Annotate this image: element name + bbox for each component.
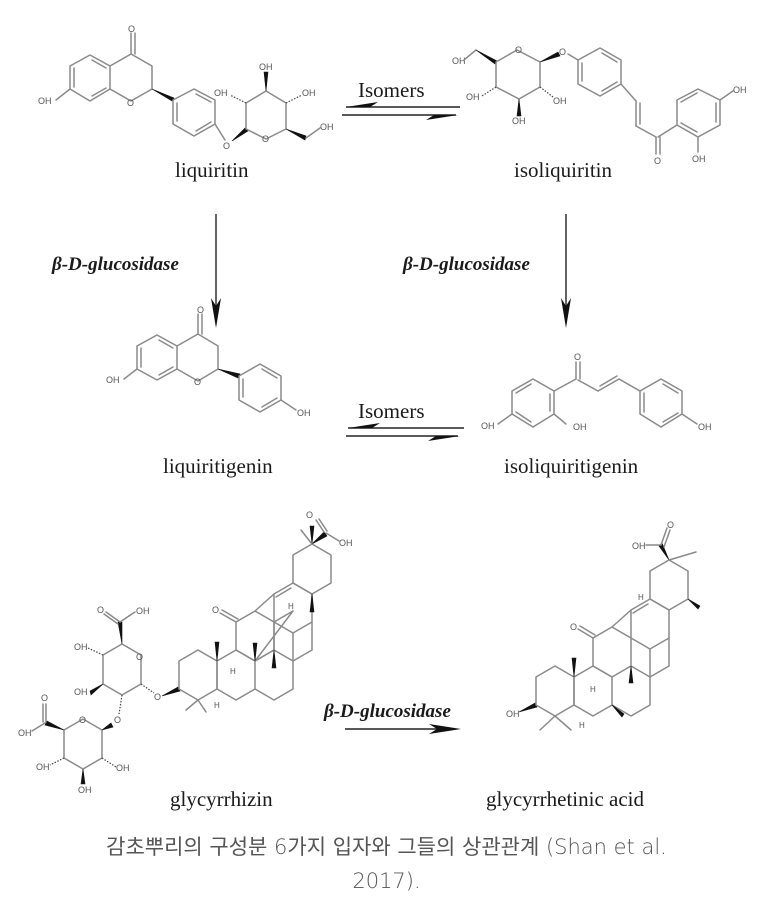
atom-label: O	[654, 156, 661, 166]
atom-label: OH	[632, 541, 646, 551]
atom-label: O	[194, 377, 201, 387]
enzyme-label-bottom: β-D-glucosidase	[323, 701, 451, 722]
reaction-arrow-left	[211, 214, 221, 328]
isoliquiritin-structure: OH O O OH OH OH O OH OH	[452, 45, 747, 166]
atom-label: O	[570, 622, 577, 632]
atom-label: OH	[136, 606, 150, 616]
atom-label: O	[79, 715, 86, 725]
atom-label: O	[127, 98, 134, 108]
atom-label: OH	[74, 687, 88, 697]
equilibrium-arrow-middle	[346, 423, 464, 441]
liquiritigenin-structure: O O OH OH	[106, 305, 311, 418]
compound-name-liquiritin: liquiritin	[175, 158, 249, 182]
atom-label: OH	[38, 96, 52, 106]
atom-label: O	[515, 45, 522, 55]
atom-label: O	[154, 692, 161, 702]
reaction-arrow-right	[561, 214, 571, 328]
atom-label: OH	[36, 762, 50, 772]
atom-label: OH	[512, 116, 526, 126]
atom-label: OH	[466, 92, 480, 102]
atom-label: O	[136, 652, 143, 662]
atom-label: OH	[259, 62, 273, 72]
liquiritin-structure: O O OH O O OH OH OH OH	[38, 24, 334, 151]
atom-label: H	[288, 602, 294, 611]
atom-label: OH	[553, 96, 567, 106]
atom-label: H	[230, 667, 236, 676]
atom-label: OH	[339, 538, 353, 548]
atom-label: O	[559, 47, 566, 57]
glycyrrhetinic-acid-structure: OH O H H H O OH	[506, 520, 701, 731]
atom-label: H	[638, 593, 644, 602]
atom-label: OH	[18, 728, 32, 738]
caption-line-1: 감초뿌리의 구성분 6가지 입자와 그들의 상관관계 (Shan et al.	[106, 835, 667, 859]
compound-name-liquiritigenin: liquiritigenin	[163, 454, 273, 478]
atom-label: O	[128, 24, 135, 34]
compound-name-isoliquiritigenin: isoliquiritigenin	[504, 454, 639, 478]
figure-caption: 감초뿌리의 구성분 6가지 입자와 그들의 상관관계 (Shan et al. …	[30, 830, 743, 898]
atom-label: O	[574, 352, 581, 362]
compound-name-glycyrrhizin: glycyrrhizin	[170, 787, 273, 811]
atom-label: O	[97, 605, 104, 615]
atom-label: OH	[302, 88, 316, 98]
atom-label: O	[223, 141, 230, 151]
atom-label: OH	[481, 421, 495, 431]
atom-label: O	[41, 693, 48, 703]
atom-label: O	[306, 510, 313, 520]
isomers-label-top: Isomers	[358, 78, 425, 102]
isoliquiritigenin-structure: OH OH O OH	[481, 352, 712, 432]
caption-line-2: 2017).	[352, 869, 421, 893]
atom-label: OH	[106, 375, 120, 385]
atom-label: OH	[116, 763, 130, 773]
atom-label: OH	[78, 785, 92, 795]
atom-label: OH	[320, 122, 334, 132]
atom-label: O	[667, 520, 674, 530]
atom-label: OH	[452, 56, 466, 66]
atom-label: H	[214, 701, 220, 710]
enzyme-label-left: β-D-glucosidase	[51, 254, 179, 275]
atom-label: O	[212, 605, 219, 615]
reaction-arrow-bottom	[345, 724, 461, 734]
atom-label: OH	[297, 408, 311, 418]
compound-name-glycyrrhetinic-acid: glycyrrhetinic acid	[486, 787, 645, 811]
atom-label: O	[197, 305, 204, 315]
atom-label: O	[114, 715, 121, 725]
atom-label: OH	[692, 154, 706, 164]
atom-label: OH	[698, 422, 712, 432]
atom-label: H	[590, 685, 596, 694]
atom-label: OH	[214, 88, 228, 98]
glycyrrhizin-structure: O O OH OH OH O O O O OH OH OH OH	[18, 510, 353, 795]
atom-label: OH	[74, 642, 88, 652]
atom-label: O	[262, 134, 269, 144]
atom-label: OH	[573, 422, 587, 432]
isomers-label-middle: Isomers	[358, 399, 425, 423]
atom-label: OH	[506, 709, 520, 719]
atom-label: H	[579, 721, 585, 730]
reaction-scheme-figure: O O OH O O OH OH OH OH liquiritin Isomer…	[18, 24, 747, 811]
atom-label: OH	[733, 85, 747, 95]
enzyme-label-right: β-D-glucosidase	[402, 254, 530, 275]
equilibrium-arrow-top	[342, 102, 460, 120]
compound-name-isoliquiritin: isoliquiritin	[514, 158, 613, 182]
